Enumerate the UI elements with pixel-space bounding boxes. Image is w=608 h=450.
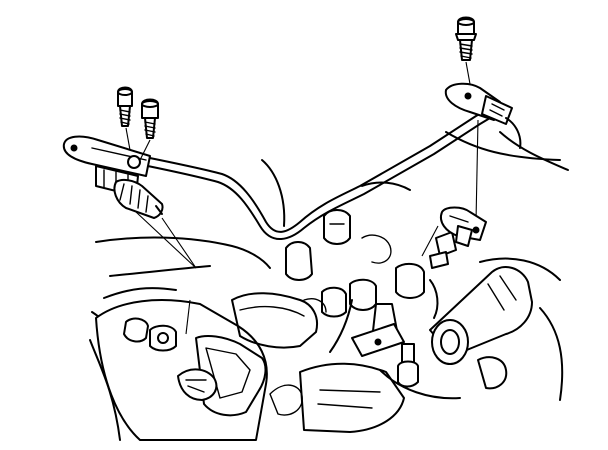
transmission-case xyxy=(95,292,405,441)
leader-lines xyxy=(135,211,439,335)
rubber-boot xyxy=(113,178,164,219)
starter-motor xyxy=(429,266,533,390)
case-bolt xyxy=(123,317,177,352)
cable-bracket xyxy=(444,82,522,223)
shift-lever-linkage xyxy=(285,209,457,388)
shift-cable xyxy=(91,103,501,240)
mounting-bolt xyxy=(139,98,159,161)
cable-clip xyxy=(440,206,487,247)
mounting-bolt xyxy=(117,86,133,151)
mounting-bolt xyxy=(455,16,477,85)
